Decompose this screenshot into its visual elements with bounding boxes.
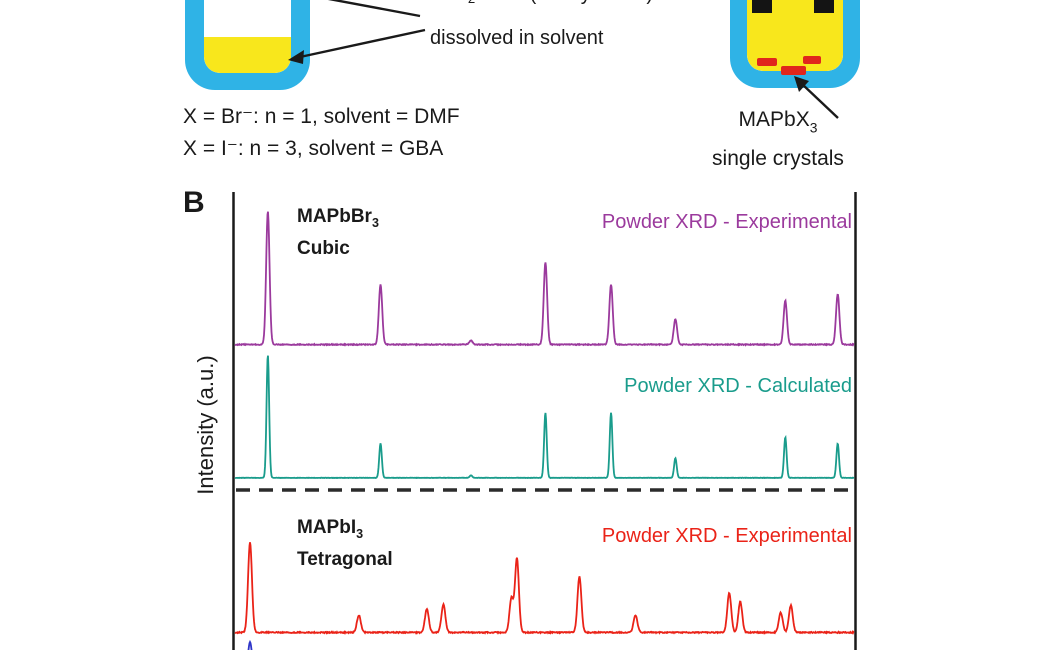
- single-crystal: [803, 56, 821, 64]
- series-label-mapbbr3: MAPbBr3 Cubic: [297, 204, 379, 262]
- vial-cap-left: [752, 0, 772, 13]
- single-crystal: [757, 58, 777, 66]
- xrd-trace-mapbi3-experimental: [234, 542, 855, 636]
- legend-mapbbr3-experimental: Powder XRD - Experimental: [601, 211, 852, 233]
- xrd-traces: [234, 211, 855, 650]
- series-formula-subscript: 3: [371, 216, 379, 231]
- series-formula-main: MAPbI: [297, 517, 357, 538]
- series-phase-cubic: Cubic: [297, 238, 350, 260]
- xrd-trace-mapbbr3-experimental: [234, 211, 855, 347]
- solution-vial: [185, 0, 310, 90]
- series-formula-mapbbr3: MAPbBr3: [297, 204, 379, 236]
- reagent-ratio: /MAX (1/n by molar): [475, 0, 653, 5]
- product-label: MAPbX3 single crystals: [688, 104, 868, 175]
- panel-b-label: B: [183, 186, 205, 219]
- series-label-mapbi3: MAPbI3 Tetragonal: [297, 515, 393, 573]
- y-axis-label: Intensity (a.u.): [193, 355, 218, 495]
- reagent-label-line1: PbX2/MAX (1/n by molar): [430, 0, 653, 6]
- legend-mapbbr3-calculated: Powder XRD - Calculated: [624, 375, 852, 397]
- condition-iodide: X = I⁻: n = 3, solvent = GBA: [183, 137, 444, 160]
- product-formula-main: MAPbX: [738, 108, 810, 131]
- series-phase-tetragonal: Tetragonal: [297, 549, 393, 571]
- product-formula-subscript: 3: [809, 119, 818, 136]
- precursor-solution: [204, 37, 291, 73]
- arrow-to-vial-top: [327, 0, 421, 18]
- product-formula: MAPbX3: [688, 104, 868, 143]
- product-description: single crystals: [712, 147, 844, 171]
- series-formula-mapbi3: MAPbI3: [297, 515, 393, 547]
- series-formula-main: MAPbBr: [297, 206, 372, 227]
- series-formula-subscript: 3: [356, 527, 364, 542]
- reagent-formula: PbX: [430, 0, 468, 5]
- xrd-trace-mapbi3-calculated-partial: [247, 639, 253, 650]
- legend-mapbi3-experimental: Powder XRD - Experimental: [601, 525, 852, 547]
- single-crystal: [781, 66, 806, 75]
- reagent-label-line2: dissolved in solvent: [430, 27, 604, 49]
- reagent-formula-subscript: 2: [468, 0, 475, 6]
- condition-bromide: X = Br⁻: n = 1, solvent = DMF: [183, 105, 460, 128]
- vial-cap-right: [814, 0, 834, 13]
- solution-vial-interior: [204, 0, 291, 73]
- arrow-to-solution-line: [299, 28, 426, 59]
- xrd-trace-mapbbr3-calculated: [234, 355, 855, 480]
- xrd-plot: [232, 192, 857, 650]
